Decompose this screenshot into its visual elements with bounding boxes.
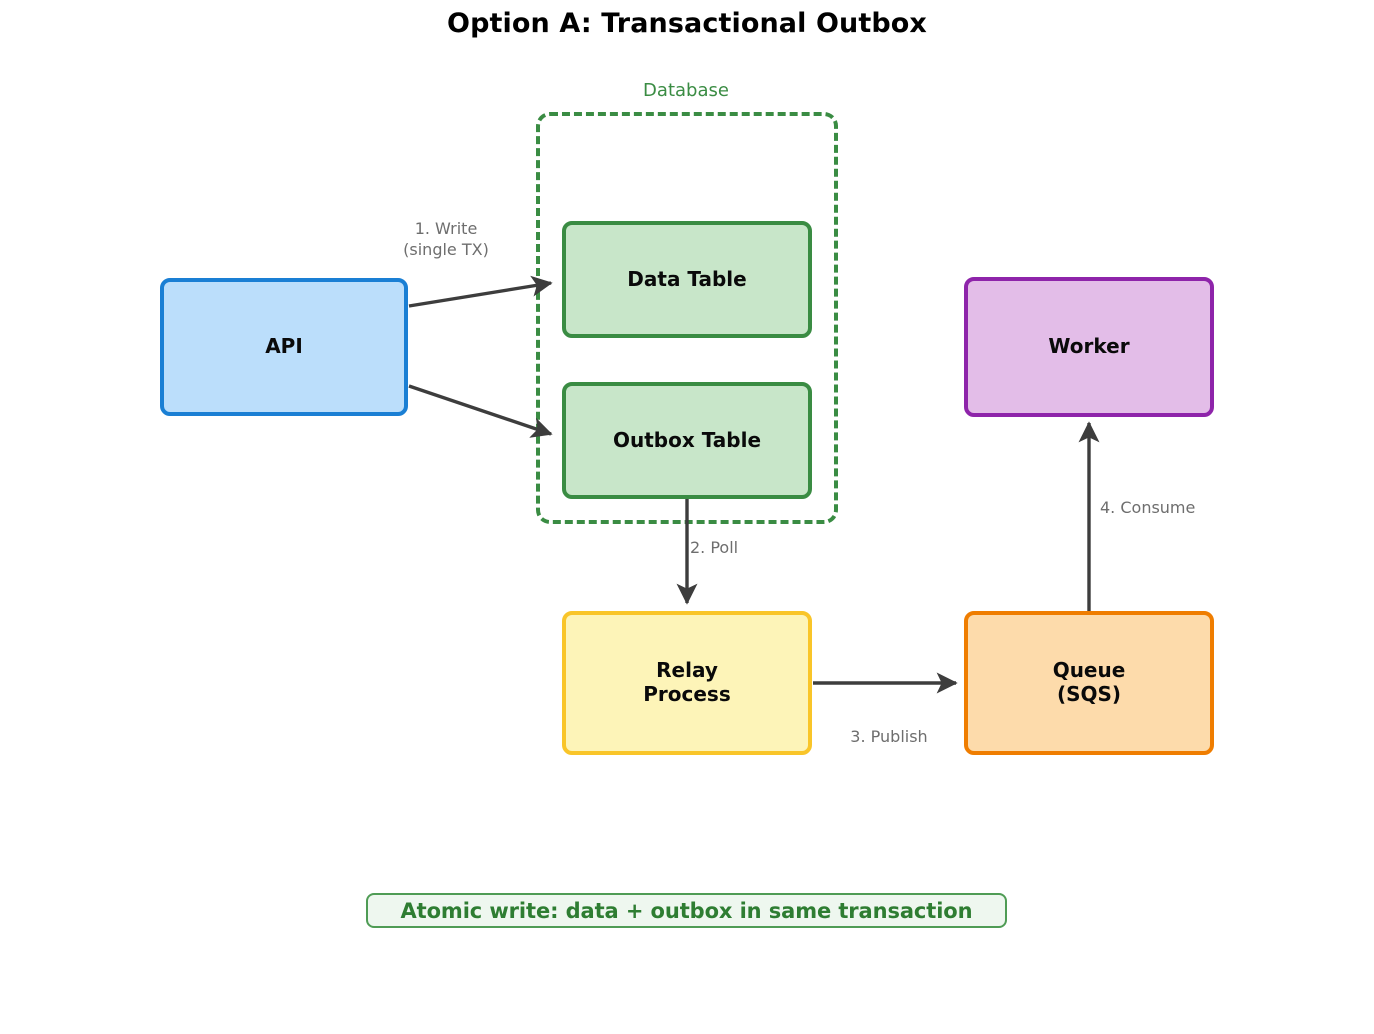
- node-outbox-table[interactable]: Outbox Table: [562, 382, 812, 499]
- node-api[interactable]: API: [160, 278, 408, 416]
- edge-label-consume: 4. Consume: [1100, 498, 1196, 517]
- page-title: Option A: Transactional Outbox: [447, 8, 927, 39]
- node-data-table[interactable]: Data Table: [562, 221, 812, 338]
- edge-label-poll: 2. Poll: [690, 538, 739, 557]
- node-worker[interactable]: Worker: [964, 277, 1214, 417]
- node-queue[interactable]: Queue (SQS): [964, 611, 1214, 755]
- edge-api-to-data-table: [408, 275, 553, 308]
- edge-api-to-outbox-table: [408, 384, 553, 438]
- edge-label-publish: 3. Publish: [850, 727, 928, 746]
- edge-label-write: 1. Write (single TX): [403, 219, 489, 259]
- group-label-database: Database: [643, 80, 729, 101]
- node-relay-process[interactable]: Relay Process: [562, 611, 812, 755]
- note-atomic-write: Atomic write: data + outbox in same tran…: [366, 893, 1007, 928]
